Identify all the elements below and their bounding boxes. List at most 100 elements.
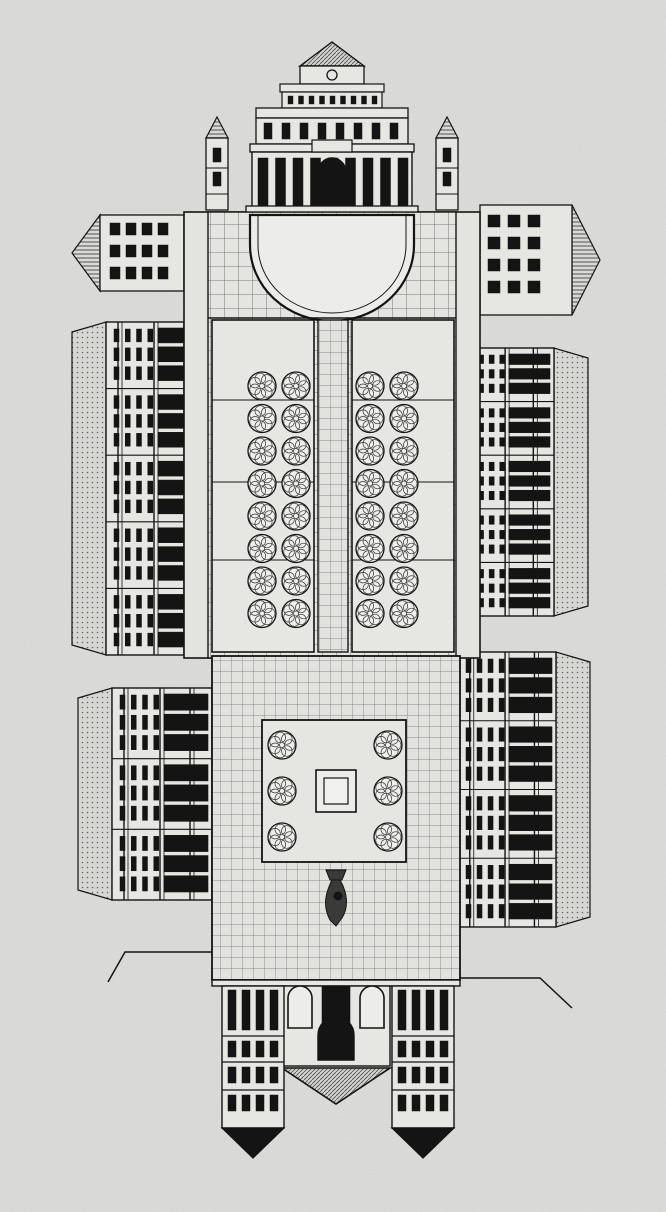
tree bbox=[247, 598, 277, 629]
tree-foliage bbox=[387, 825, 399, 837]
wing-window bbox=[113, 547, 120, 561]
wing-window bbox=[499, 354, 505, 364]
wing-window bbox=[476, 904, 483, 919]
wing-window bbox=[125, 595, 131, 609]
tree bbox=[355, 598, 385, 629]
main-window bbox=[389, 122, 399, 140]
wing-window-strip bbox=[508, 883, 553, 900]
wing-window bbox=[465, 697, 472, 713]
tree-foliage bbox=[369, 601, 381, 614]
tree-foliage bbox=[369, 386, 381, 398]
wing-window bbox=[476, 658, 483, 673]
tree-foliage bbox=[372, 607, 384, 620]
tower-window bbox=[212, 147, 222, 163]
gate-tower-window bbox=[227, 1066, 237, 1084]
tree-foliage bbox=[369, 536, 381, 549]
court-plan bbox=[183, 211, 481, 981]
tree-foliage bbox=[261, 374, 273, 386]
wing-window bbox=[125, 480, 131, 495]
upper-window bbox=[287, 95, 294, 105]
tree-crown bbox=[247, 501, 277, 531]
main-palace-elevation bbox=[205, 41, 459, 213]
tree-foliage bbox=[372, 412, 384, 425]
tree-foliage bbox=[396, 437, 408, 450]
gate-tower-window bbox=[269, 1066, 279, 1084]
tree-foliage bbox=[298, 575, 310, 587]
wing-window bbox=[147, 499, 153, 514]
wing-window bbox=[131, 836, 137, 851]
wing-window bbox=[131, 856, 137, 872]
tree-crown bbox=[281, 566, 311, 596]
left-tower bbox=[205, 115, 229, 211]
wing-window bbox=[153, 856, 159, 872]
wing-window-strip bbox=[508, 460, 551, 473]
wing-window bbox=[476, 678, 483, 693]
tree-foliage bbox=[357, 513, 369, 526]
wing-window bbox=[147, 595, 153, 609]
wing-window bbox=[487, 865, 494, 880]
wing-window bbox=[465, 796, 472, 811]
tree-foliage bbox=[390, 739, 402, 751]
tree-foliage bbox=[372, 510, 384, 522]
gate-tower-window bbox=[269, 1040, 279, 1058]
wing-window bbox=[465, 865, 472, 880]
wing-window bbox=[499, 408, 505, 418]
wing-window bbox=[487, 904, 494, 919]
wing-window-strip bbox=[508, 382, 551, 394]
gate-tower-base bbox=[390, 1127, 456, 1159]
wing-window-strip bbox=[508, 421, 551, 433]
ground-line-right bbox=[460, 977, 573, 1009]
tree-foliage bbox=[264, 477, 276, 490]
wing-window bbox=[153, 876, 159, 892]
pavilion-window bbox=[141, 266, 153, 280]
tree-foliage bbox=[369, 374, 381, 386]
wing-window bbox=[476, 796, 483, 811]
tree-foliage bbox=[283, 416, 295, 428]
tree-foliage bbox=[298, 510, 310, 522]
colonnade-opening bbox=[397, 157, 409, 207]
gate-tower-opening bbox=[425, 989, 435, 1031]
tree-foliage bbox=[261, 581, 273, 593]
gate-tower-window bbox=[241, 1094, 251, 1112]
wing-window bbox=[136, 547, 142, 561]
wing-window bbox=[113, 566, 120, 580]
wing-window-strip bbox=[163, 713, 209, 731]
pavilion-window bbox=[527, 236, 541, 250]
tree-foliage bbox=[249, 578, 261, 591]
wing-window-strip bbox=[508, 543, 551, 555]
pavilion-window bbox=[487, 280, 501, 294]
tree-crown bbox=[267, 730, 297, 760]
wing-window bbox=[153, 805, 159, 821]
wing-window bbox=[476, 727, 483, 742]
tree-foliage bbox=[261, 439, 273, 451]
left-end-pavilion bbox=[71, 213, 185, 293]
pavilion-window bbox=[487, 214, 501, 228]
wing-window bbox=[147, 433, 153, 447]
main-cornice bbox=[255, 107, 409, 119]
upper-window bbox=[350, 95, 357, 105]
attic-block bbox=[299, 65, 365, 85]
tree-foliage bbox=[264, 510, 276, 522]
wing-window bbox=[487, 678, 494, 693]
tree-foliage bbox=[261, 483, 273, 496]
wing-window-strip bbox=[508, 489, 551, 502]
wing-window bbox=[142, 694, 148, 710]
tree-foliage bbox=[274, 731, 286, 744]
tree-crown bbox=[281, 468, 311, 499]
tree-crown bbox=[247, 533, 277, 564]
wing-window bbox=[498, 904, 505, 919]
wing-window bbox=[131, 694, 137, 710]
wing-window-strip bbox=[508, 529, 551, 541]
tree-foliage bbox=[406, 477, 418, 490]
wing-window bbox=[125, 499, 131, 514]
wing-window bbox=[147, 461, 153, 476]
colonnade-opening bbox=[380, 157, 391, 207]
wing-window bbox=[487, 766, 494, 781]
tree-foliage bbox=[375, 788, 387, 801]
tower-window bbox=[442, 147, 452, 163]
colonnade-opening bbox=[275, 157, 286, 207]
upper-window bbox=[329, 95, 336, 105]
wing-window bbox=[113, 414, 120, 428]
tree-foliage bbox=[261, 613, 273, 626]
